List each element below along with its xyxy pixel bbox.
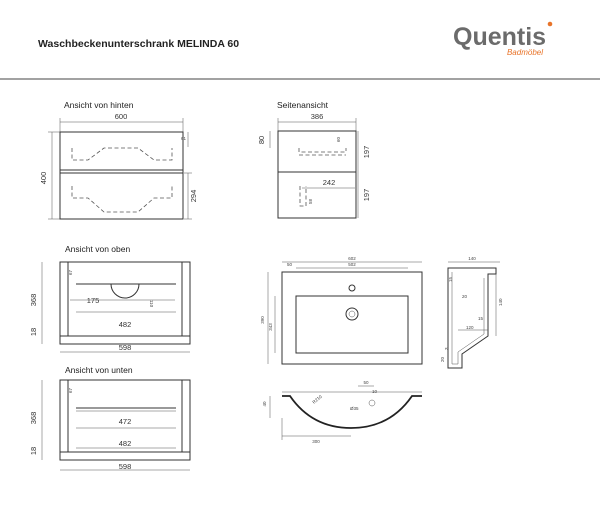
dim-section-radius: R210 xyxy=(311,394,323,405)
drawing-title: Waschbeckenunterschrank MELINDA 60 xyxy=(38,38,239,50)
logo-wordmark: Quentis xyxy=(453,23,546,51)
dim-top-corner: 67 xyxy=(68,269,73,275)
dim-profile-top-w: 140 xyxy=(468,256,476,261)
dim-top-inner-width: 482 xyxy=(119,320,132,329)
logo-dot-icon xyxy=(547,21,553,27)
dim-basin-margin: 50 xyxy=(287,262,293,267)
view-top: Ansicht von oben 175 110 482 67 368 18 5… xyxy=(29,244,191,353)
dim-side-depth: 386 xyxy=(311,112,324,121)
view-bottom: Ansicht von unten 472 482 67 368 18 598 xyxy=(29,365,191,471)
dim-profile-mid-h: 140 xyxy=(498,298,503,306)
view-top-label: Ansicht von oben xyxy=(65,244,130,254)
dim-side-right-top: 197 xyxy=(362,146,371,159)
dim-section-b: 10 xyxy=(372,389,378,394)
dim-back-top-small: 61 xyxy=(181,136,187,141)
view-back: Ansicht von hinten 600 400 61 294 xyxy=(39,100,198,220)
dim-bottom-inner-a: 472 xyxy=(119,417,132,426)
dim-bottom-depth: 368 xyxy=(29,412,38,425)
view-side: Seitenansicht 386 80 60 197 197 242 58 xyxy=(257,100,371,219)
basin-section-view: R210 Ø35 50 10 40 300 xyxy=(262,380,422,444)
basin-profile-view: 140 15 140 120 20 3 20 15 xyxy=(440,256,503,369)
dim-basin-depth: 390 xyxy=(260,316,265,324)
dim-section-width: 300 xyxy=(312,439,320,444)
dim-section-hole: Ø35 xyxy=(350,406,359,411)
dim-side-inner-height: 58 xyxy=(308,198,313,204)
quentis-logo: Quentis Badmöbel xyxy=(453,21,553,57)
view-back-label: Ansicht von hinten xyxy=(64,100,134,110)
dim-section-height: 40 xyxy=(262,401,267,407)
dim-bottom-corner: 67 xyxy=(68,387,73,393)
dim-side-right-bottom: 197 xyxy=(362,189,371,202)
dim-back-height: 400 xyxy=(39,172,48,185)
dim-basin-outer: 602 xyxy=(348,256,356,261)
dim-profile-top-h: 15 xyxy=(448,276,453,282)
dim-top-cutout: 110 xyxy=(149,300,154,308)
dim-side-inner-width: 242 xyxy=(323,178,336,187)
dim-back-lower: 294 xyxy=(189,190,198,203)
dim-top-depth: 368 xyxy=(29,294,38,307)
basin-top-view: 602 502 50 390 343 xyxy=(260,256,423,365)
logo-subline: Badmöbel xyxy=(507,48,543,57)
dim-top-width: 598 xyxy=(119,343,132,352)
dim-back-width: 600 xyxy=(115,112,128,121)
dim-top-lower: 18 xyxy=(29,328,38,336)
dim-profile-small-b: 3 xyxy=(444,347,449,350)
dim-profile-small-c: 20 xyxy=(440,356,445,362)
dim-bottom-inner-b: 482 xyxy=(119,439,132,448)
dim-section-a: 50 xyxy=(363,380,369,385)
dim-basin-inner-depth: 343 xyxy=(268,323,273,331)
view-side-label: Seitenansicht xyxy=(277,100,329,110)
dim-profile-bottom-w: 120 xyxy=(466,325,474,330)
dim-side-left-top: 80 xyxy=(257,136,266,144)
dim-top-left-inner: 175 xyxy=(87,296,100,305)
dim-side-inner-top: 60 xyxy=(336,136,341,142)
dim-profile-small-a: 20 xyxy=(462,294,468,299)
dim-profile-small-d: 15 xyxy=(478,316,484,321)
header: Waschbeckenunterschrank MELINDA 60 Quent… xyxy=(0,21,600,80)
dim-bottom-lower: 18 xyxy=(29,447,38,455)
dim-bottom-width: 598 xyxy=(119,462,132,471)
dim-basin-inner: 502 xyxy=(348,262,356,267)
view-bottom-label: Ansicht von unten xyxy=(65,365,133,375)
